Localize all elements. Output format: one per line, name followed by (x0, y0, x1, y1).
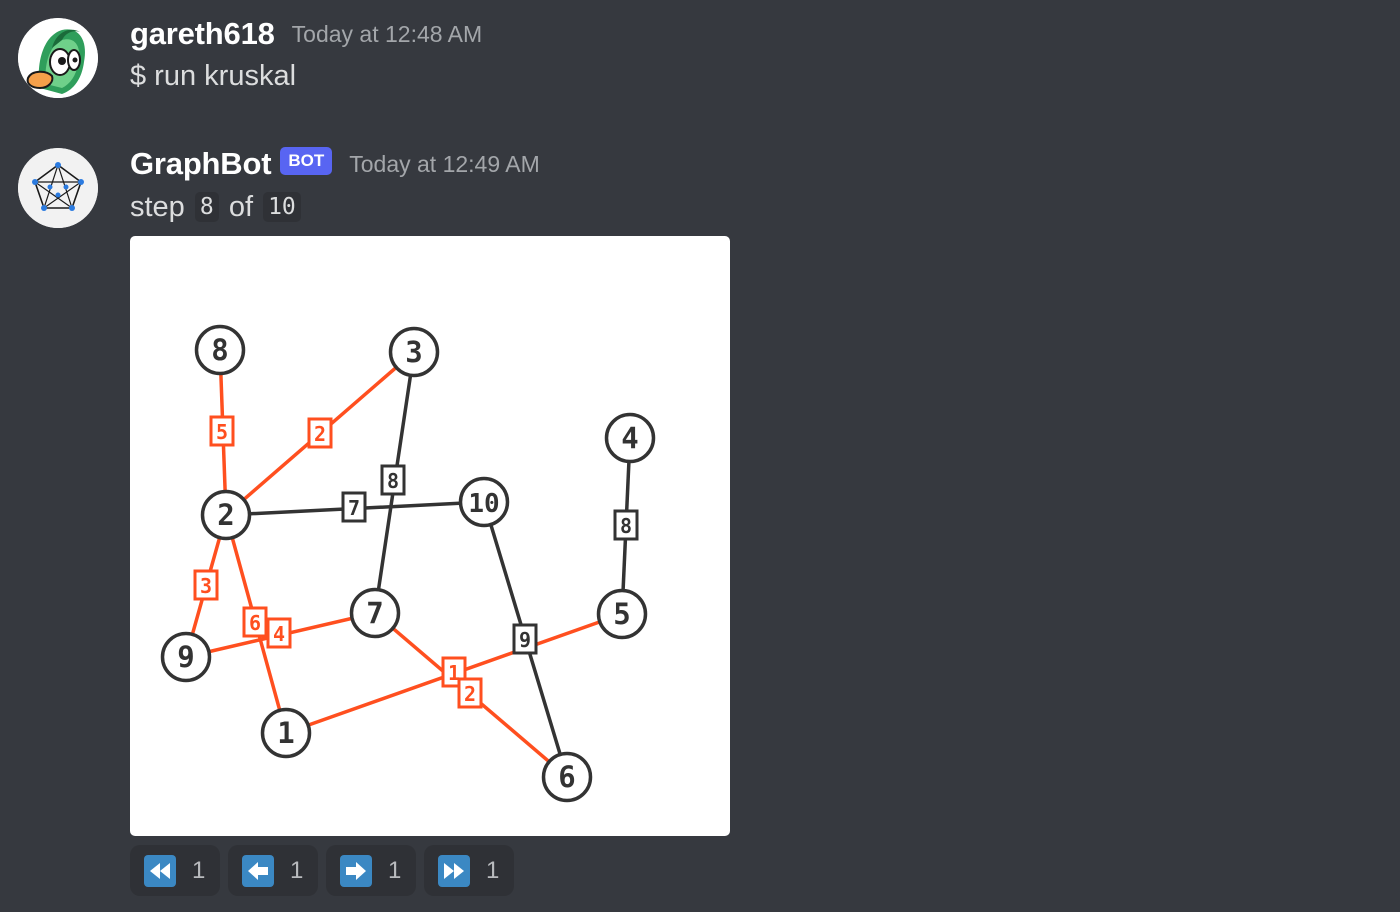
pentagram-graph-icon (18, 148, 98, 228)
bot-avatar[interactable] (18, 148, 98, 228)
edge-weight-box (613, 509, 639, 541)
edge-weight-label: 2 (314, 422, 326, 446)
graph-node (200, 489, 252, 541)
reaction-count: 1 (290, 856, 304, 884)
reaction-count: 1 (388, 856, 402, 884)
fast-forward-icon (438, 854, 470, 887)
node-label: 10 (468, 489, 499, 519)
graph-node (458, 476, 510, 528)
edge-weight-label: 2 (464, 682, 476, 706)
reaction-rewind[interactable]: 1 (130, 845, 220, 896)
bot-badge: BOT (280, 147, 333, 175)
node-label: 3 (405, 335, 422, 369)
edge-weight-box (307, 417, 333, 449)
graph-node (160, 631, 212, 683)
node-label: 8 (211, 333, 228, 367)
node-label: 2 (217, 498, 234, 532)
edge-weight-label: 4 (273, 622, 285, 646)
step-total: 10 (263, 192, 301, 222)
reaction-count: 1 (486, 856, 500, 884)
reaction-arrow-left[interactable]: 1 (228, 845, 318, 896)
step-prefix: step (130, 191, 185, 223)
user-avatar[interactable] (18, 18, 98, 98)
arrow-right-icon (340, 854, 372, 887)
graph-node (596, 588, 648, 640)
step-of: of (228, 191, 253, 223)
node-label: 1 (277, 716, 294, 750)
edge-weight-label: 8 (620, 514, 632, 538)
username[interactable]: GraphBot (130, 146, 272, 181)
arrow-left-icon (242, 854, 274, 887)
step-current: 8 (194, 192, 219, 222)
edge-weight-label: 3 (200, 574, 212, 598)
reaction-arrow-right[interactable]: 1 (326, 845, 416, 896)
node-label: 5 (613, 597, 630, 631)
rewind-icon (144, 854, 176, 887)
edge-weight-box (242, 606, 268, 638)
graph-node (604, 412, 656, 464)
graph-node (260, 707, 312, 759)
reaction-count: 1 (192, 856, 206, 884)
message-text: $ run kruskal (130, 60, 297, 92)
graph-node (541, 751, 593, 803)
step-text: step 8 of 10 (130, 191, 303, 224)
edge-weight-box (266, 617, 292, 649)
edge-weight-label: 1 (448, 661, 460, 685)
graph-node (194, 324, 246, 376)
node-label: 4 (621, 421, 638, 455)
reaction-fast-forward[interactable]: 1 (424, 845, 514, 896)
graph-node (388, 326, 440, 378)
username[interactable]: gareth618 (130, 16, 275, 51)
edge-weight-box (209, 415, 235, 447)
edge-weight-label: 7 (348, 496, 360, 520)
edge-weight-box (457, 677, 483, 709)
edge-weight-box (341, 491, 367, 523)
edge-weight-label: 8 (387, 469, 399, 493)
node-label: 6 (558, 760, 575, 794)
node-label: 9 (177, 640, 194, 674)
edge-weight-label: 9 (519, 628, 531, 652)
edge-weight-box (380, 464, 406, 496)
reactions-bar: 1 1 1 1 (130, 845, 522, 896)
timestamp: Today at 12:48 AM (291, 20, 483, 47)
edge-weight-label: 5 (216, 420, 228, 444)
graph-node (349, 587, 401, 639)
edge-weight-box (512, 623, 538, 655)
edge-weight-box (193, 569, 219, 601)
duck-avatar-icon (18, 18, 98, 98)
timestamp: Today at 12:49 AM (349, 150, 540, 177)
node-label: 7 (366, 596, 383, 630)
edge-weight-label: 6 (249, 611, 261, 635)
